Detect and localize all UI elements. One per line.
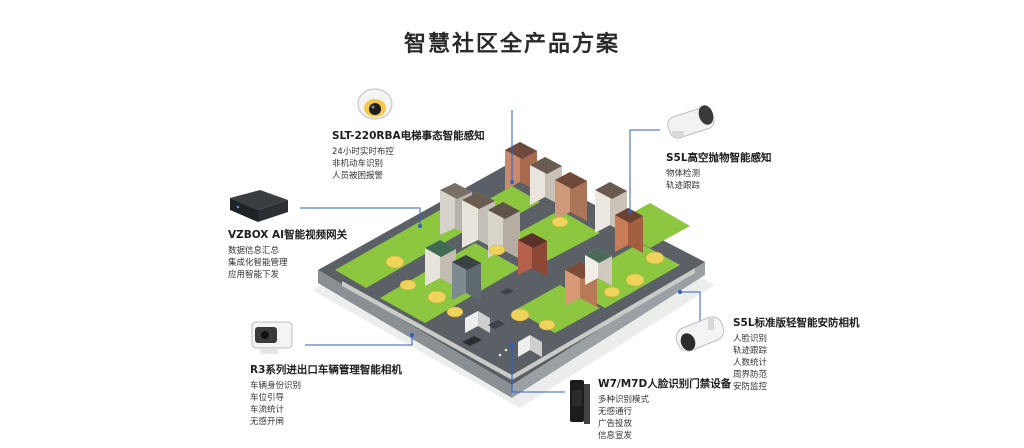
building-3 <box>488 202 520 259</box>
product-feature: 周界防范 <box>733 370 768 380</box>
product-feature: 物体检测 <box>666 169 701 179</box>
product-feature: 信息宣发 <box>598 431 633 441</box>
product-s5l-high: S5L高空抛物智能感知 物体检测 轨迹跟踪 <box>666 150 772 192</box>
product-feature: 24小时实时布控 <box>332 147 394 157</box>
connector-lines <box>300 110 701 393</box>
dome-camera-icon <box>357 88 393 120</box>
building-8 <box>615 208 643 253</box>
building-13 <box>452 255 481 301</box>
gatehouse <box>465 311 542 357</box>
product-name: S5L标准版轻智能安防相机 <box>733 317 860 329</box>
line-w7 <box>511 345 565 393</box>
product-feature: 人员被困报警 <box>332 171 384 181</box>
product-feature: 轨迹跟踪 <box>666 181 701 191</box>
building-11 <box>585 248 612 286</box>
product-feature: 人数统计 <box>733 358 768 368</box>
buildings <box>425 142 643 307</box>
line-s5l-high <box>629 129 660 212</box>
product-feature: 非机动车识别 <box>332 159 384 169</box>
product-feature: 车位引导 <box>250 393 285 403</box>
line-vzbox <box>300 207 421 226</box>
vehicle-camera-icon <box>251 321 293 354</box>
product-slt: SLT-220RBA电梯事态智能感知 24小时实时布控 非机动车识别 人员被困报… <box>332 128 485 182</box>
product-name: W7/M7D人脸识别门禁设备 <box>598 378 732 390</box>
product-name: S5L高空抛物智能感知 <box>666 152 772 164</box>
product-feature: 轨迹跟踪 <box>733 346 768 356</box>
product-name: VZBOX AI智能视频网关 <box>228 229 348 241</box>
connector-dots <box>410 180 682 347</box>
sidewalks <box>342 268 695 380</box>
product-feature: 安防监控 <box>733 382 768 392</box>
cars <box>462 288 514 346</box>
bullet-camera-icon <box>667 105 715 139</box>
page-title: 智慧社区全产品方案 <box>403 32 620 57</box>
product-feature: 车辆身份识别 <box>250 381 302 391</box>
product-feature: 集成化智能管理 <box>228 258 288 268</box>
product-feature: 人脸识别 <box>733 334 768 344</box>
product-feature: 广告投放 <box>598 419 633 429</box>
building-6 <box>555 172 587 221</box>
product-w7: W7/M7D人脸识别门禁设备 多种识别模式 无感通行 广告投放 信息宣发 <box>598 376 731 442</box>
trees <box>385 216 665 331</box>
building-9 <box>518 233 547 276</box>
product-feature: 无感通行 <box>598 407 633 417</box>
face-terminal-icon <box>570 380 590 424</box>
product-feature: 数据信息汇总 <box>228 246 280 256</box>
product-name: R3系列进出口车辆管理智能相机 <box>250 364 402 376</box>
line-r3 <box>305 335 413 346</box>
product-r3: R3系列进出口车辆管理智能相机 车辆身份识别 车位引导 车流统计 无感开闸 <box>250 362 402 428</box>
product-s5l-std: S5L标准版轻智能安防相机 人脸识别 轨迹跟踪 人数统计 周界防范 安防监控 <box>733 315 860 393</box>
product-feature: 多种识别模式 <box>598 395 650 405</box>
product-feature: 无感开闸 <box>250 417 285 427</box>
product-feature: 车流统计 <box>250 405 285 415</box>
product-name: SLT-220RBA电梯事态智能感知 <box>332 130 485 142</box>
line-s5l-std <box>680 291 701 325</box>
product-vzbox: VZBOX AI智能视频网关 数据信息汇总 集成化智能管理 应用智能下发 <box>228 227 347 281</box>
security-camera-icon <box>675 316 725 352</box>
gateway-box-icon <box>230 190 288 222</box>
product-feature: 应用智能下发 <box>228 270 280 280</box>
